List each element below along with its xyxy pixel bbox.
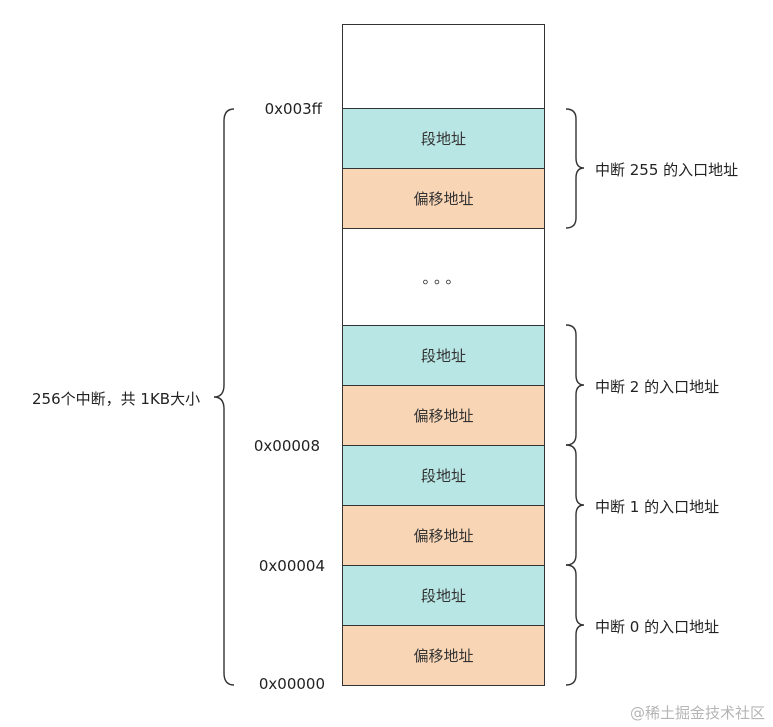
memory-top-empty (342, 24, 545, 109)
ellipsis-text: 。。。 (422, 268, 465, 287)
brace-int255 (565, 108, 585, 229)
label-total-interrupts: 256个中断，共 1KB大小 (32, 390, 201, 408)
label-interrupt-255: 中断 255 的入口地址 (595, 161, 739, 179)
segment-address-block-0: 段地址 (342, 565, 545, 626)
label-interrupt-0: 中断 0 的入口地址 (595, 618, 720, 636)
brace-left-total (213, 108, 235, 686)
address-0x00004: 0x00004 (258, 557, 325, 575)
address-0x00008: 0x00008 (253, 437, 320, 455)
brace-int1 (565, 444, 585, 566)
label-interrupt-1: 中断 1 的入口地址 (595, 498, 720, 516)
watermark-text: @稀土掘金技术社区 (629, 704, 765, 722)
segment-address-label: 段地址 (420, 130, 466, 148)
offset-address-block-2: 偏移地址 (342, 385, 545, 446)
brace-int0 (565, 564, 585, 686)
offset-address-block-255: 偏移地址 (342, 168, 545, 229)
offset-address-label: 偏移地址 (413, 527, 474, 545)
offset-address-block-1: 偏移地址 (342, 505, 545, 566)
address-0x00000: 0x00000 (258, 675, 325, 693)
label-interrupt-2: 中断 2 的入口地址 (595, 378, 720, 396)
segment-address-block-255: 段地址 (342, 108, 545, 169)
segment-address-label: 段地址 (420, 467, 466, 485)
offset-address-label: 偏移地址 (413, 407, 474, 425)
segment-address-block-1: 段地址 (342, 445, 545, 506)
segment-address-label: 段地址 (420, 347, 466, 365)
offset-address-block-0: 偏移地址 (342, 625, 545, 686)
offset-address-label: 偏移地址 (413, 190, 474, 208)
brace-int2 (565, 324, 585, 446)
address-0x003ff: 0x003ff (264, 100, 322, 118)
segment-address-label: 段地址 (420, 587, 466, 605)
offset-address-label: 偏移地址 (413, 647, 474, 665)
